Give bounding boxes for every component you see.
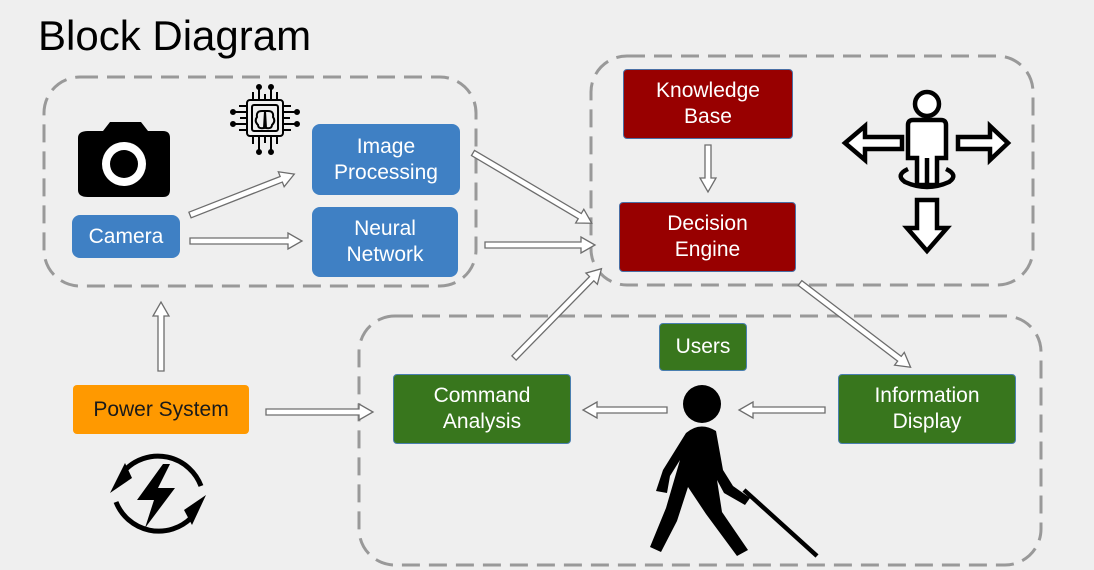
neural-network-node: Neural Network — [312, 207, 458, 277]
power-system-node: Power System — [73, 385, 249, 434]
ai-chip-icon — [230, 84, 300, 155]
users-node: Users — [659, 323, 747, 371]
arrow-power-to-camera — [151, 300, 171, 372]
person-directions-icon — [841, 89, 1012, 255]
arrow-knowledge-base-to-decision-engine — [698, 144, 718, 194]
camera-icon — [78, 122, 170, 197]
decision-group — [589, 54, 1035, 287]
interaction-group — [357, 314, 1043, 567]
arrow-image-processing-to-decision-engine — [470, 149, 593, 224]
information-display-node: Information Display — [838, 374, 1016, 444]
power-cycle-icon — [110, 453, 206, 534]
command-analysis-node: Command Analysis — [393, 374, 571, 444]
knowledge-base-node: Knowledge Base — [623, 69, 793, 139]
arrow-power-to-command-analysis — [265, 402, 375, 422]
arrow-decision-engine-to-information-display — [797, 279, 912, 369]
image-processing-node: Image Processing — [312, 124, 460, 195]
page-title: Block Diagram — [38, 12, 312, 59]
arrow-display-to-users — [737, 400, 826, 420]
arrow-users-to-command-analysis — [581, 400, 668, 420]
blind-person-with-cane-icon — [650, 385, 819, 558]
vision-group — [42, 75, 478, 288]
arrow-command-analysis-to-decision-engine — [510, 267, 603, 362]
arrow-neural-network-to-decision-engine — [484, 235, 597, 255]
arrow-camera-to-neural-network — [189, 231, 304, 251]
decision-engine-node: Decision Engine — [619, 202, 796, 272]
arrow-camera-to-image-processing — [188, 170, 296, 219]
camera-node: Camera — [72, 215, 180, 258]
